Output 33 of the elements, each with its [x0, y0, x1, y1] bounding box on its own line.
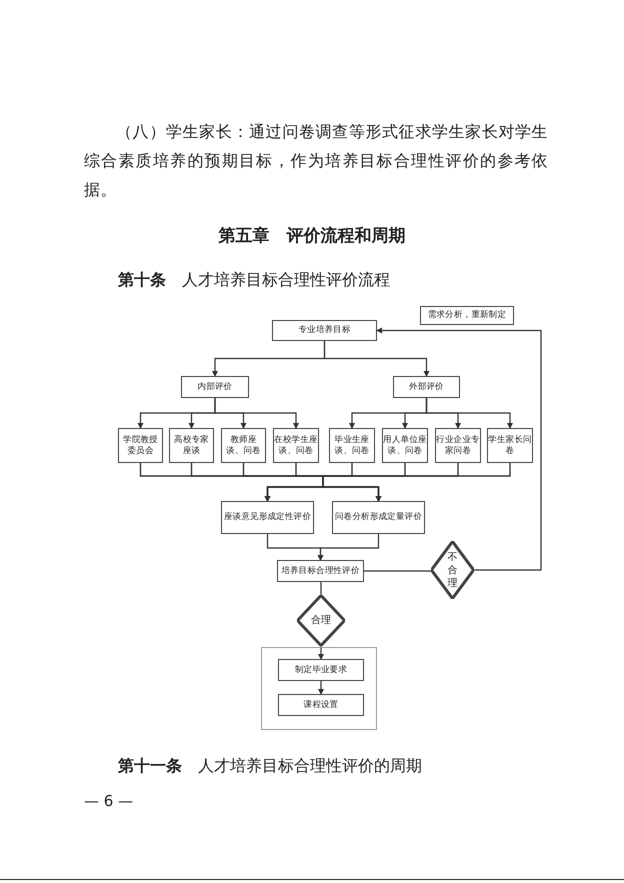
process-box: 教师座谈、问卷	[221, 428, 266, 463]
arrow	[426, 398, 513, 429]
process-box: 制定毕业要求	[278, 659, 364, 681]
article-heading: 第十条 人才培养目标合理性评价流程	[118, 270, 390, 291]
arrow	[318, 646, 324, 660]
group-frame	[261, 647, 377, 730]
arrow	[318, 534, 380, 561]
decision-diamond: 不合理	[431, 541, 474, 599]
process-box: 课程设置	[278, 694, 364, 716]
chapter-title: 第五章 评价流程和周期	[218, 225, 406, 247]
process-box: 培养目标合理性评价	[277, 560, 364, 582]
note-box: 需求分析，重新制定	[420, 306, 514, 325]
process-box: 内部评价	[181, 376, 249, 398]
decision-diamond: 合理	[297, 595, 345, 646]
process-box: 毕业生座谈、问卷	[329, 428, 375, 463]
process-box: 行业企业专家问卷	[435, 428, 481, 463]
article-heading: 第十一条 人才培养目标合理性评价的周期	[118, 756, 422, 777]
process-box: 学生家长问卷	[487, 428, 533, 463]
arrow	[214, 398, 299, 429]
arrow	[324, 341, 430, 377]
process-box: 高校专家座谈	[169, 428, 214, 463]
process-box: 学院教授委员会	[118, 428, 163, 463]
process-box: 专业培养目标	[272, 320, 377, 341]
paragraph: （八）学生家长：通过问卷调查等形式征求学生家长对学生综合素质培养的预期目标，作为培养目标合理性评价的参考依据。	[84, 121, 548, 201]
process-box: 座谈意见形成定性评价	[221, 501, 314, 534]
process-box: 外部评价	[393, 376, 460, 398]
process-box: 用人单位座谈、问卷	[382, 428, 428, 463]
process-box: 问卷分析形成定量评价	[332, 501, 425, 534]
process-box: 在校学生座谈、问卷	[273, 428, 319, 463]
page-number: — 6 —	[84, 792, 134, 810]
arrow	[376, 328, 542, 571]
arrow	[322, 463, 511, 502]
arrow	[318, 681, 324, 695]
